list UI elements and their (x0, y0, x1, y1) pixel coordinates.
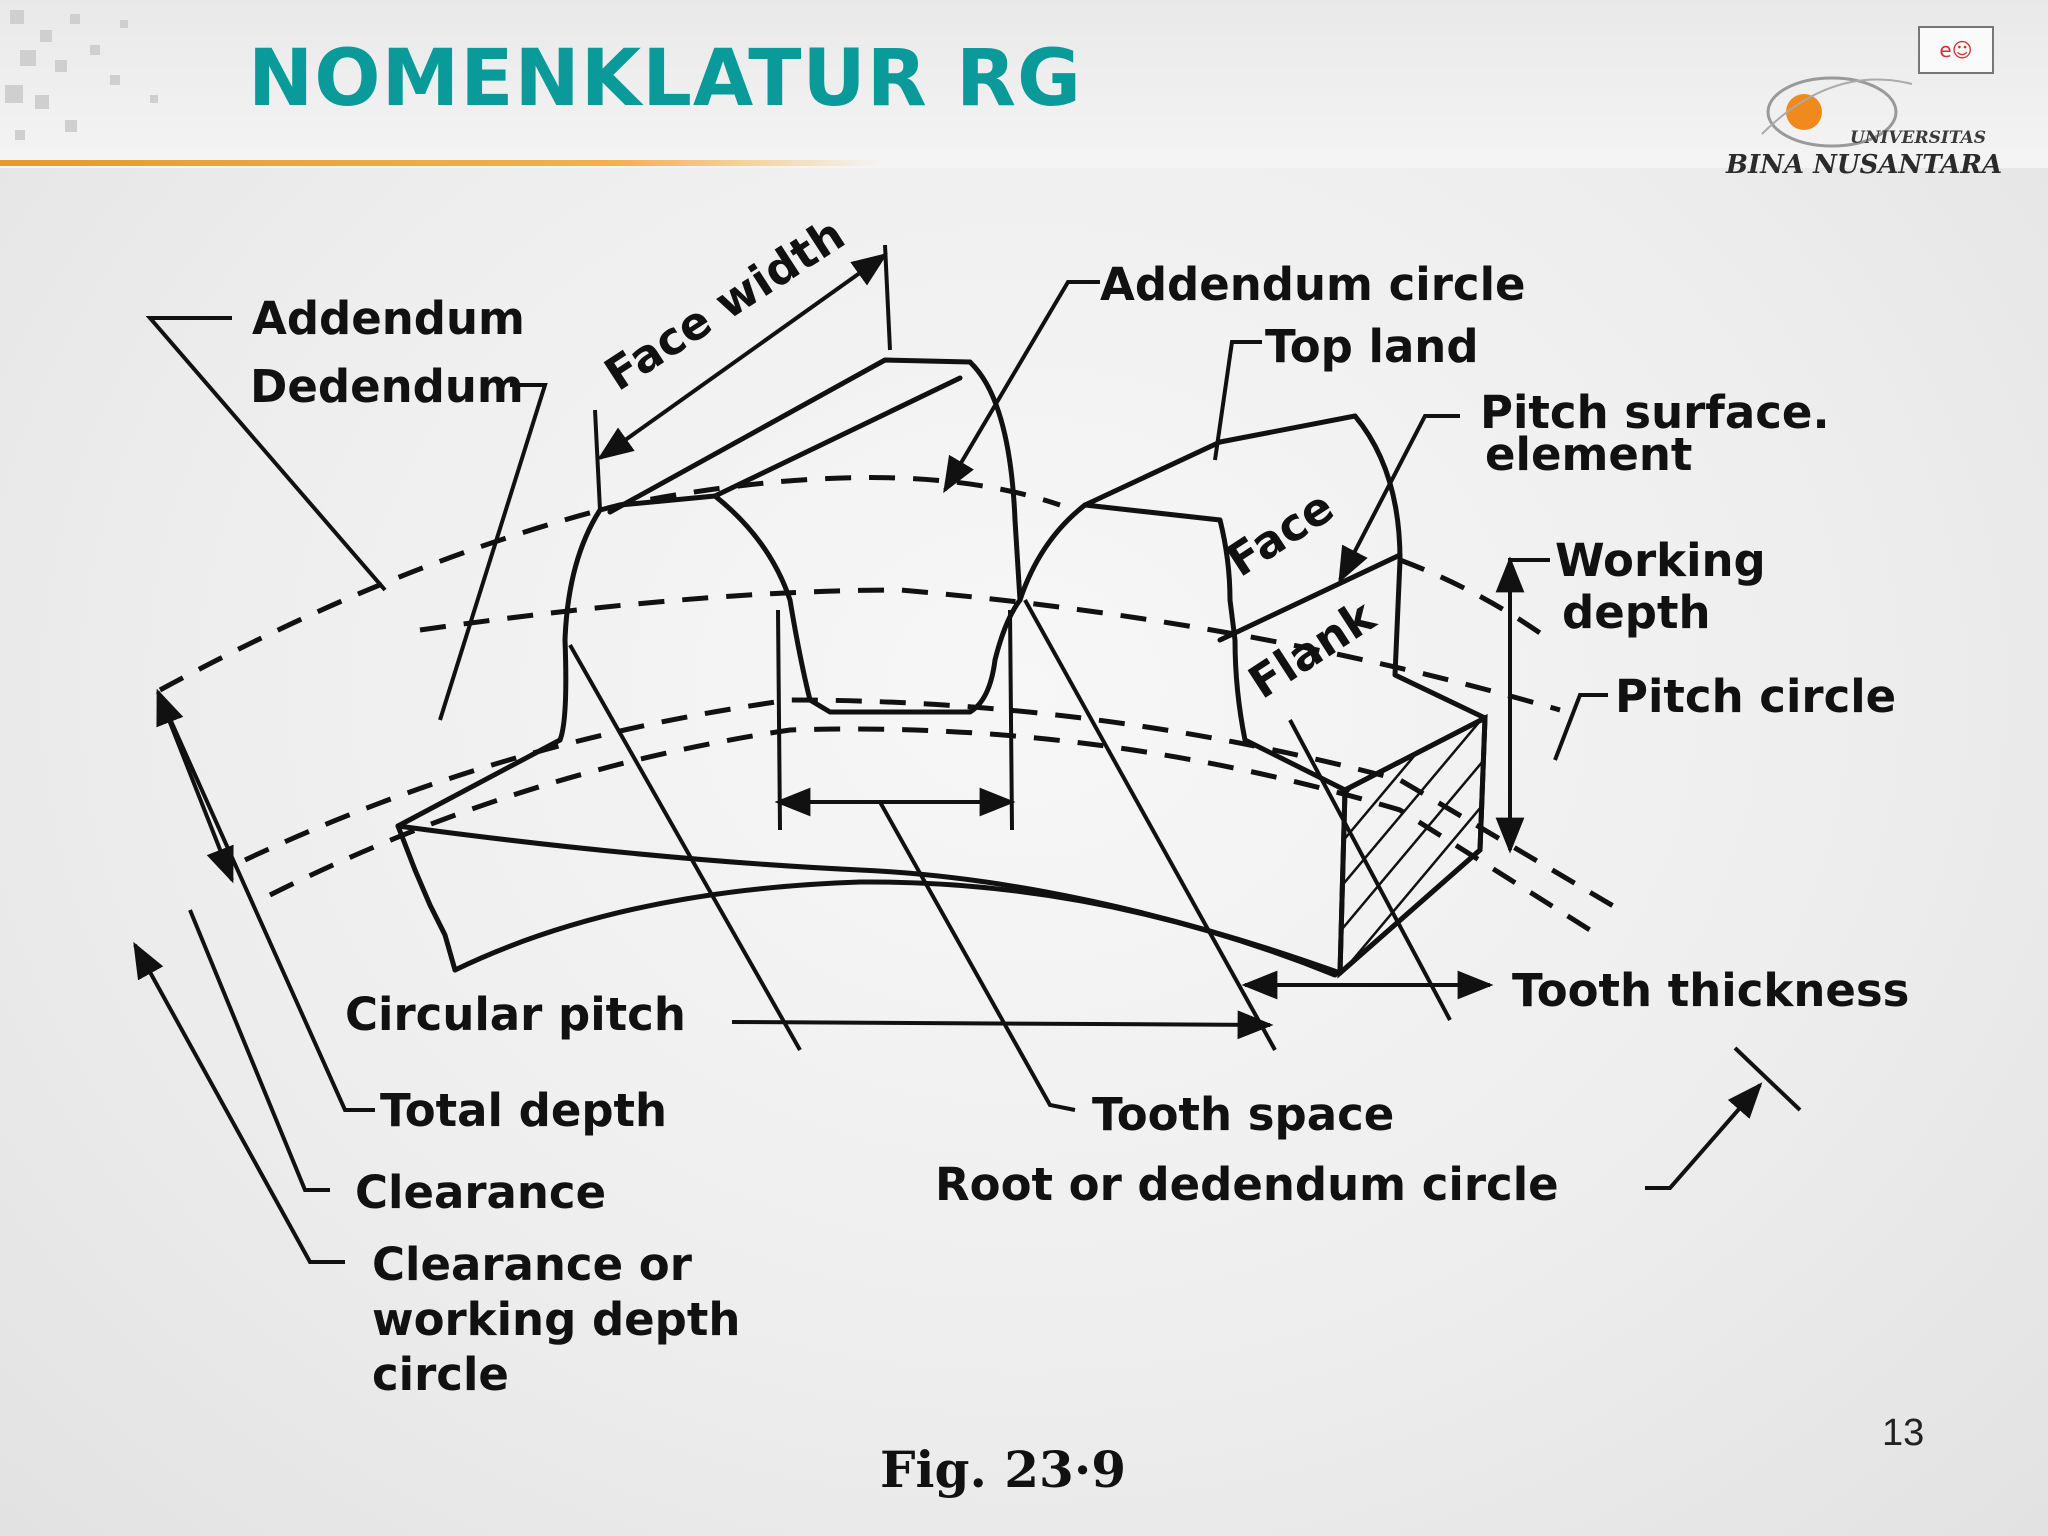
rim-top-left (395, 737, 563, 829)
right-tooth-pitch-line (1217, 552, 1403, 643)
pitch-circle-leader (1553, 693, 1608, 761)
circular-pitch-ext-left (568, 644, 802, 1051)
right-tooth-face-edge (1217, 517, 1488, 793)
label-tooth-thickness: Tooth thickness (1512, 964, 1909, 1017)
pitch-circle-dashed (419, 587, 1561, 713)
addendum-circle-dashed (158, 475, 1061, 693)
top-land-leader (1213, 340, 1262, 461)
pitch-surface-leader (1338, 414, 1460, 584)
rim-bottom-curve (452, 879, 1338, 978)
root-circle-tick (1733, 1046, 1802, 1112)
label-working-depth-2: depth (1562, 586, 1711, 639)
logo-line2: BINA NUSANTARA (1726, 150, 2003, 180)
label-flank: Flank (1239, 589, 1385, 709)
left-tooth-right-profile (712, 493, 1023, 715)
total-depth-leader (156, 691, 375, 1112)
label-dedendum: Dedendum (250, 360, 524, 413)
label-clearance-circle-2: working depth (372, 1293, 740, 1346)
label-clearance-circle-1: Clearance or (372, 1238, 693, 1291)
tooth-space-leader (878, 801, 1076, 1112)
tooth-section-hatch (1337, 713, 1488, 979)
root-circle-leader (1645, 1082, 1763, 1190)
figure-caption: Fig. 23·9 (880, 1440, 1127, 1499)
label-top-land: Top land (1265, 320, 1479, 373)
slide-title: NOMENKLATUR RG (248, 34, 1083, 124)
dedendum-leader (438, 383, 548, 721)
circular-pitch-ext-right (1023, 599, 1277, 1051)
page-number: 13 (1882, 1412, 1925, 1454)
label-circular-pitch: Circular pitch (345, 988, 686, 1041)
addendum-leader (145, 316, 387, 592)
label-addendum: Addendum (252, 292, 525, 345)
left-tooth-top-land (617, 375, 963, 508)
label-working-depth-1: Working (1555, 534, 1766, 587)
addendum-circle-leader (943, 280, 1100, 494)
clearance-leader (188, 909, 330, 1192)
face-width-ext-left (593, 409, 602, 511)
label-root-circle: Root or dedendum circle (935, 1158, 1559, 1211)
circular-pitch-dim (731, 1010, 1274, 1040)
tooth-space-ext-left (776, 609, 782, 831)
face-width-dim (597, 252, 888, 461)
tooth-space-ext-right (1008, 609, 1014, 831)
clearance-circle-leader (133, 941, 345, 1264)
left-tooth-back-profile (967, 359, 1023, 603)
rim-front-edge (395, 823, 1343, 976)
label-tooth-space: Tooth space (1092, 1088, 1394, 1141)
label-addendum-circle: Addendum circle (1100, 258, 1526, 311)
label-face: Face (1217, 480, 1343, 587)
right-tooth-back-profile (1352, 413, 1488, 721)
label-pitch-surface-2: element (1485, 428, 1692, 481)
rim-left-end (395, 823, 458, 973)
face-width-ext-right (883, 244, 892, 351)
left-tooth-top-edge (607, 357, 973, 515)
working-depth-circle-dashed (243, 697, 1622, 913)
working-depth-leader (1508, 558, 1550, 590)
left-tooth-profile (557, 502, 623, 743)
header-dot-pattern (5, 10, 158, 140)
header-accent-rule (0, 160, 880, 166)
logo-line1: UNIVERSITAS (1850, 128, 1987, 148)
e-learning-icon: e☺ (1918, 26, 1994, 74)
label-pitch-circle: Pitch circle (1615, 670, 1896, 723)
label-clearance-circle-3: circle (372, 1348, 509, 1401)
university-logo (1761, 76, 1913, 148)
clearance-circle-dashed (268, 726, 1592, 933)
label-clearance: Clearance (355, 1166, 606, 1219)
label-pitch-surface-1: Pitch surface. (1480, 386, 1830, 439)
back-addendum-dashed (1399, 557, 1552, 643)
tooth-thickness-ext (1288, 719, 1452, 1021)
label-total-depth: Total depth (380, 1084, 667, 1137)
right-tooth-front-top (1082, 502, 1223, 523)
slide-header: NOMENKLATUR RG (0, 0, 2048, 168)
